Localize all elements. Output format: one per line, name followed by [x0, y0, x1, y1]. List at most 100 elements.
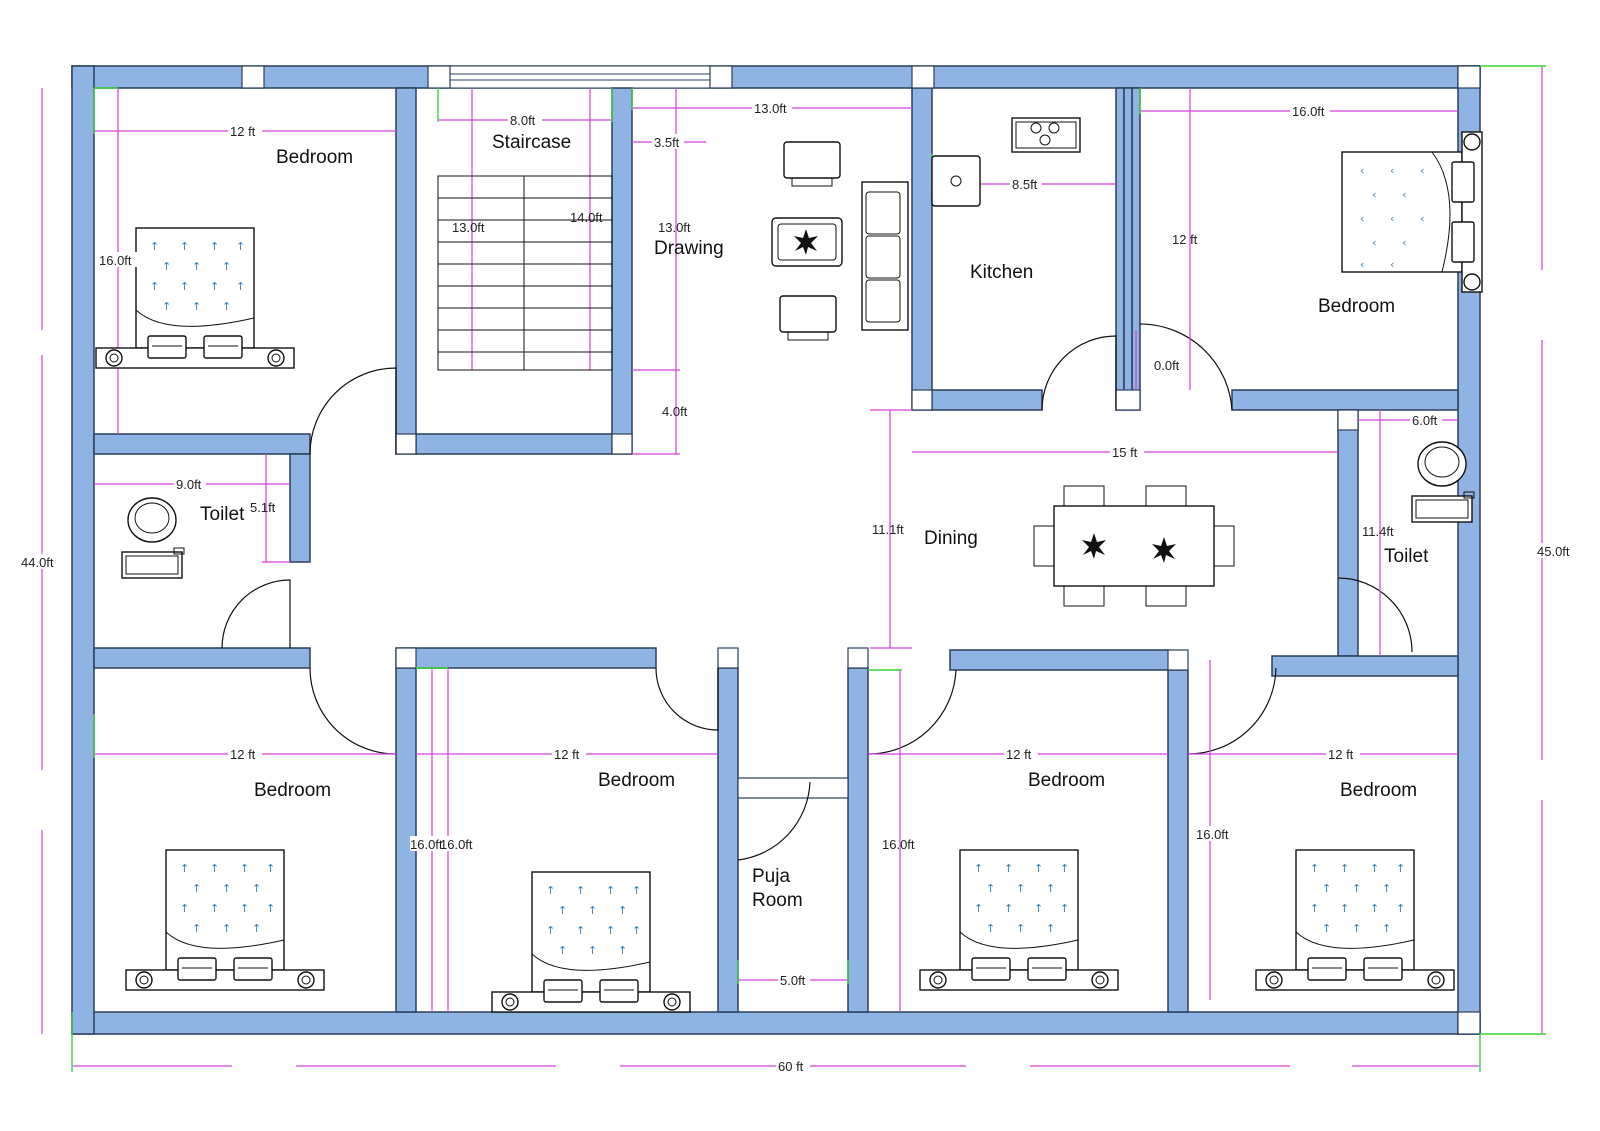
dim-label: 8.0ft: [510, 113, 536, 128]
wall-stair-bottom: [415, 433, 613, 455]
room-label-bedroom: Bedroom: [598, 770, 675, 791]
dim-label: 16.0ft: [99, 253, 132, 268]
room-label-drawing: Drawing: [654, 238, 724, 259]
wall-bed1-right: [395, 87, 417, 455]
dim-label: 12 ft: [1172, 232, 1198, 247]
dim-label: 8.5ft: [1012, 177, 1038, 192]
room-label-bedroom: Bedroom: [1340, 780, 1417, 801]
room-label-puja-room: Room: [752, 890, 803, 911]
svg-text:‹: ‹: [1390, 258, 1394, 271]
dim-label: 4.0ft: [662, 404, 688, 419]
sofa-set: [771, 141, 909, 341]
duct: [1123, 87, 1133, 411]
bed-icon: [919, 849, 1119, 991]
dim-label: 13.0ft: [658, 220, 691, 235]
dim-label: 16.0ft: [440, 837, 473, 852]
dim-label: 13.0ft: [754, 101, 787, 116]
svg-text:‹: ‹: [1372, 236, 1376, 249]
outer-wall-bottom: [71, 1011, 1481, 1035]
dim-label: 60 ft: [778, 1059, 804, 1074]
bed-icon: [125, 849, 325, 991]
kitchen-fixtures: [931, 117, 1081, 207]
dimension-labels: 12 ft 16.0ft 8.0ft 13.0ft 14.0ft 13.0ft …: [20, 100, 1584, 1074]
bed-icon: ‹ ‹ ‹ ‹ ‹ ‹ ‹ ‹ ‹ ‹ ‹ ‹: [1341, 131, 1483, 293]
dim-label: 0.0ft: [1154, 358, 1180, 373]
svg-text:‹: ‹: [1402, 236, 1406, 249]
wall-bed2-bottom: [1231, 389, 1459, 411]
room-label-bedroom: Bedroom: [276, 147, 353, 168]
dim-label: 14.0ft: [570, 210, 603, 225]
room-label-bedroom: Bedroom: [1318, 296, 1395, 317]
room-label-puja: Puja: [752, 866, 790, 887]
room-label-kitchen: Kitchen: [970, 262, 1033, 283]
dim-label: 11.4ft: [1362, 524, 1394, 539]
dim-label: 45.0ft: [1537, 544, 1570, 559]
stove-icon: [1011, 117, 1081, 153]
dim-label: 12 ft: [1006, 747, 1032, 762]
extension-lines: [71, 65, 1546, 1072]
sink-icon: [931, 155, 981, 207]
wall-bed5-top: [949, 649, 1171, 671]
bed-icon: [491, 871, 691, 1013]
svg-text:‹: ‹: [1372, 188, 1376, 201]
top-window: [449, 65, 711, 89]
wall-toilet2-left: [1337, 409, 1359, 657]
dim-label: 12 ft: [230, 124, 256, 139]
room-label-bedroom: Bedroom: [1028, 770, 1105, 791]
dim-label: 9.0ft: [176, 477, 202, 492]
dim-label: 5.1ft: [250, 500, 276, 515]
dim-label: 15 ft: [1112, 445, 1138, 460]
wall-puja-top: [737, 777, 849, 799]
bed-icon: [95, 227, 295, 369]
svg-text:‹: ‹: [1420, 212, 1424, 225]
wall-toilet1-right: [289, 453, 311, 563]
dim-label: 16.0ft: [410, 837, 443, 852]
room-label-dining: Dining: [924, 528, 978, 549]
wall-toilet2-bottom: [1271, 655, 1459, 677]
dim-label: 12 ft: [230, 747, 256, 762]
pillars: [241, 65, 1481, 1035]
wall-kitchen-bottom-a: [931, 389, 1043, 411]
room-labels: Bedroom Staircase Drawing Kitchen Bedroo…: [200, 132, 1429, 911]
dim-label: 12 ft: [554, 747, 580, 762]
svg-text:‹: ‹: [1402, 188, 1406, 201]
wall-bed5-right: [1167, 669, 1189, 1013]
dim-label: 16.0ft: [882, 837, 915, 852]
wall-duct-1: [1115, 87, 1125, 411]
doors: [221, 323, 1413, 861]
staircase-steps: [437, 175, 613, 371]
room-label-bedroom: Bedroom: [254, 780, 331, 801]
dim-label: 13.0ft: [452, 220, 485, 235]
dim-label: 12 ft: [1328, 747, 1354, 762]
wall-bed4-right: [717, 667, 739, 1013]
room-label-toilet: Toilet: [200, 504, 245, 525]
wall-toilet1-bottom: [93, 647, 311, 669]
bed-icon: [1255, 849, 1455, 991]
outer-wall-left: [71, 65, 95, 1035]
room-label-toilet: Toilet: [1384, 546, 1429, 567]
dim-label: 44.0ft: [21, 555, 54, 570]
svg-text:‹: ‹: [1360, 164, 1364, 177]
dim-label: 6.0ft: [1412, 413, 1438, 428]
dim-label: 11.1ft: [872, 522, 904, 537]
room-label-staircase: Staircase: [492, 132, 571, 153]
svg-text:‹: ‹: [1360, 212, 1364, 225]
wall-puja-right: [847, 667, 869, 1013]
outer-wall-top: [71, 65, 1481, 89]
toilet-icon: [121, 497, 185, 579]
wall-stair-right: [611, 87, 633, 455]
dim-label: 16.0ft: [1292, 104, 1325, 119]
dim-label: 16.0ft: [1196, 827, 1229, 842]
dining-table: [1033, 485, 1235, 607]
wall-kitchen-left: [911, 87, 933, 411]
wall-bed4-top: [395, 647, 657, 669]
svg-text:‹: ‹: [1390, 164, 1394, 177]
dim-label: 3.5ft: [654, 135, 680, 150]
svg-text:‹: ‹: [1390, 212, 1394, 225]
dim-label: 5.0ft: [780, 973, 806, 988]
svg-text:‹: ‹: [1420, 164, 1424, 177]
svg-text:‹: ‹: [1360, 258, 1364, 271]
furniture: ‹ ‹ ‹ ‹ ‹ ‹ ‹ ‹ ‹ ‹ ‹ ‹: [95, 117, 1483, 1013]
wall-bed1-bottom: [93, 433, 311, 455]
